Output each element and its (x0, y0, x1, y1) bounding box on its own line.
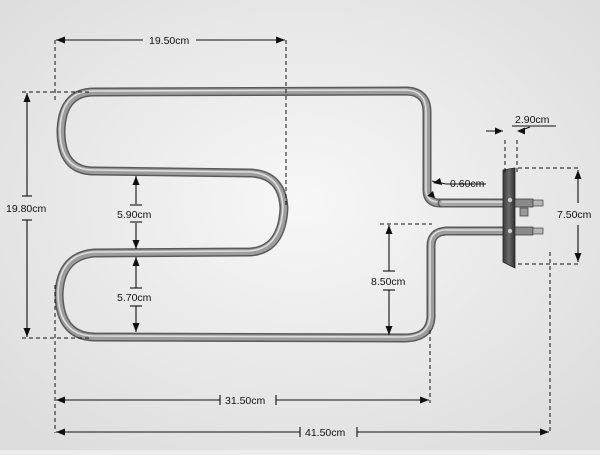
dimension-lines (22, 36, 582, 437)
top-width-label: 19.50cm (149, 35, 190, 47)
upper-gap-label: 5.90cm (117, 209, 152, 221)
heating-element-tube (54, 86, 511, 343)
overall-length-label: 41.50cm (305, 427, 346, 439)
inner-length-label: 31.50cm (225, 395, 266, 407)
right-leg-height-label: 8.50cm (371, 276, 406, 288)
tube-diameter-label: 0.60cm (450, 178, 485, 190)
overall-height-label: 19.80cm (6, 203, 47, 215)
dimension-labels: 19.50cm 2.90cm 19.80cm 0.60cm 5.90cm 7.5… (6, 35, 592, 439)
terminal-width-label: 2.90cm (515, 114, 550, 126)
lower-gap-label: 5.70cm (117, 292, 152, 304)
extension-lines (22, 40, 580, 433)
bracket-height-label: 7.50cm (557, 209, 592, 221)
mounting-bracket (502, 167, 544, 269)
